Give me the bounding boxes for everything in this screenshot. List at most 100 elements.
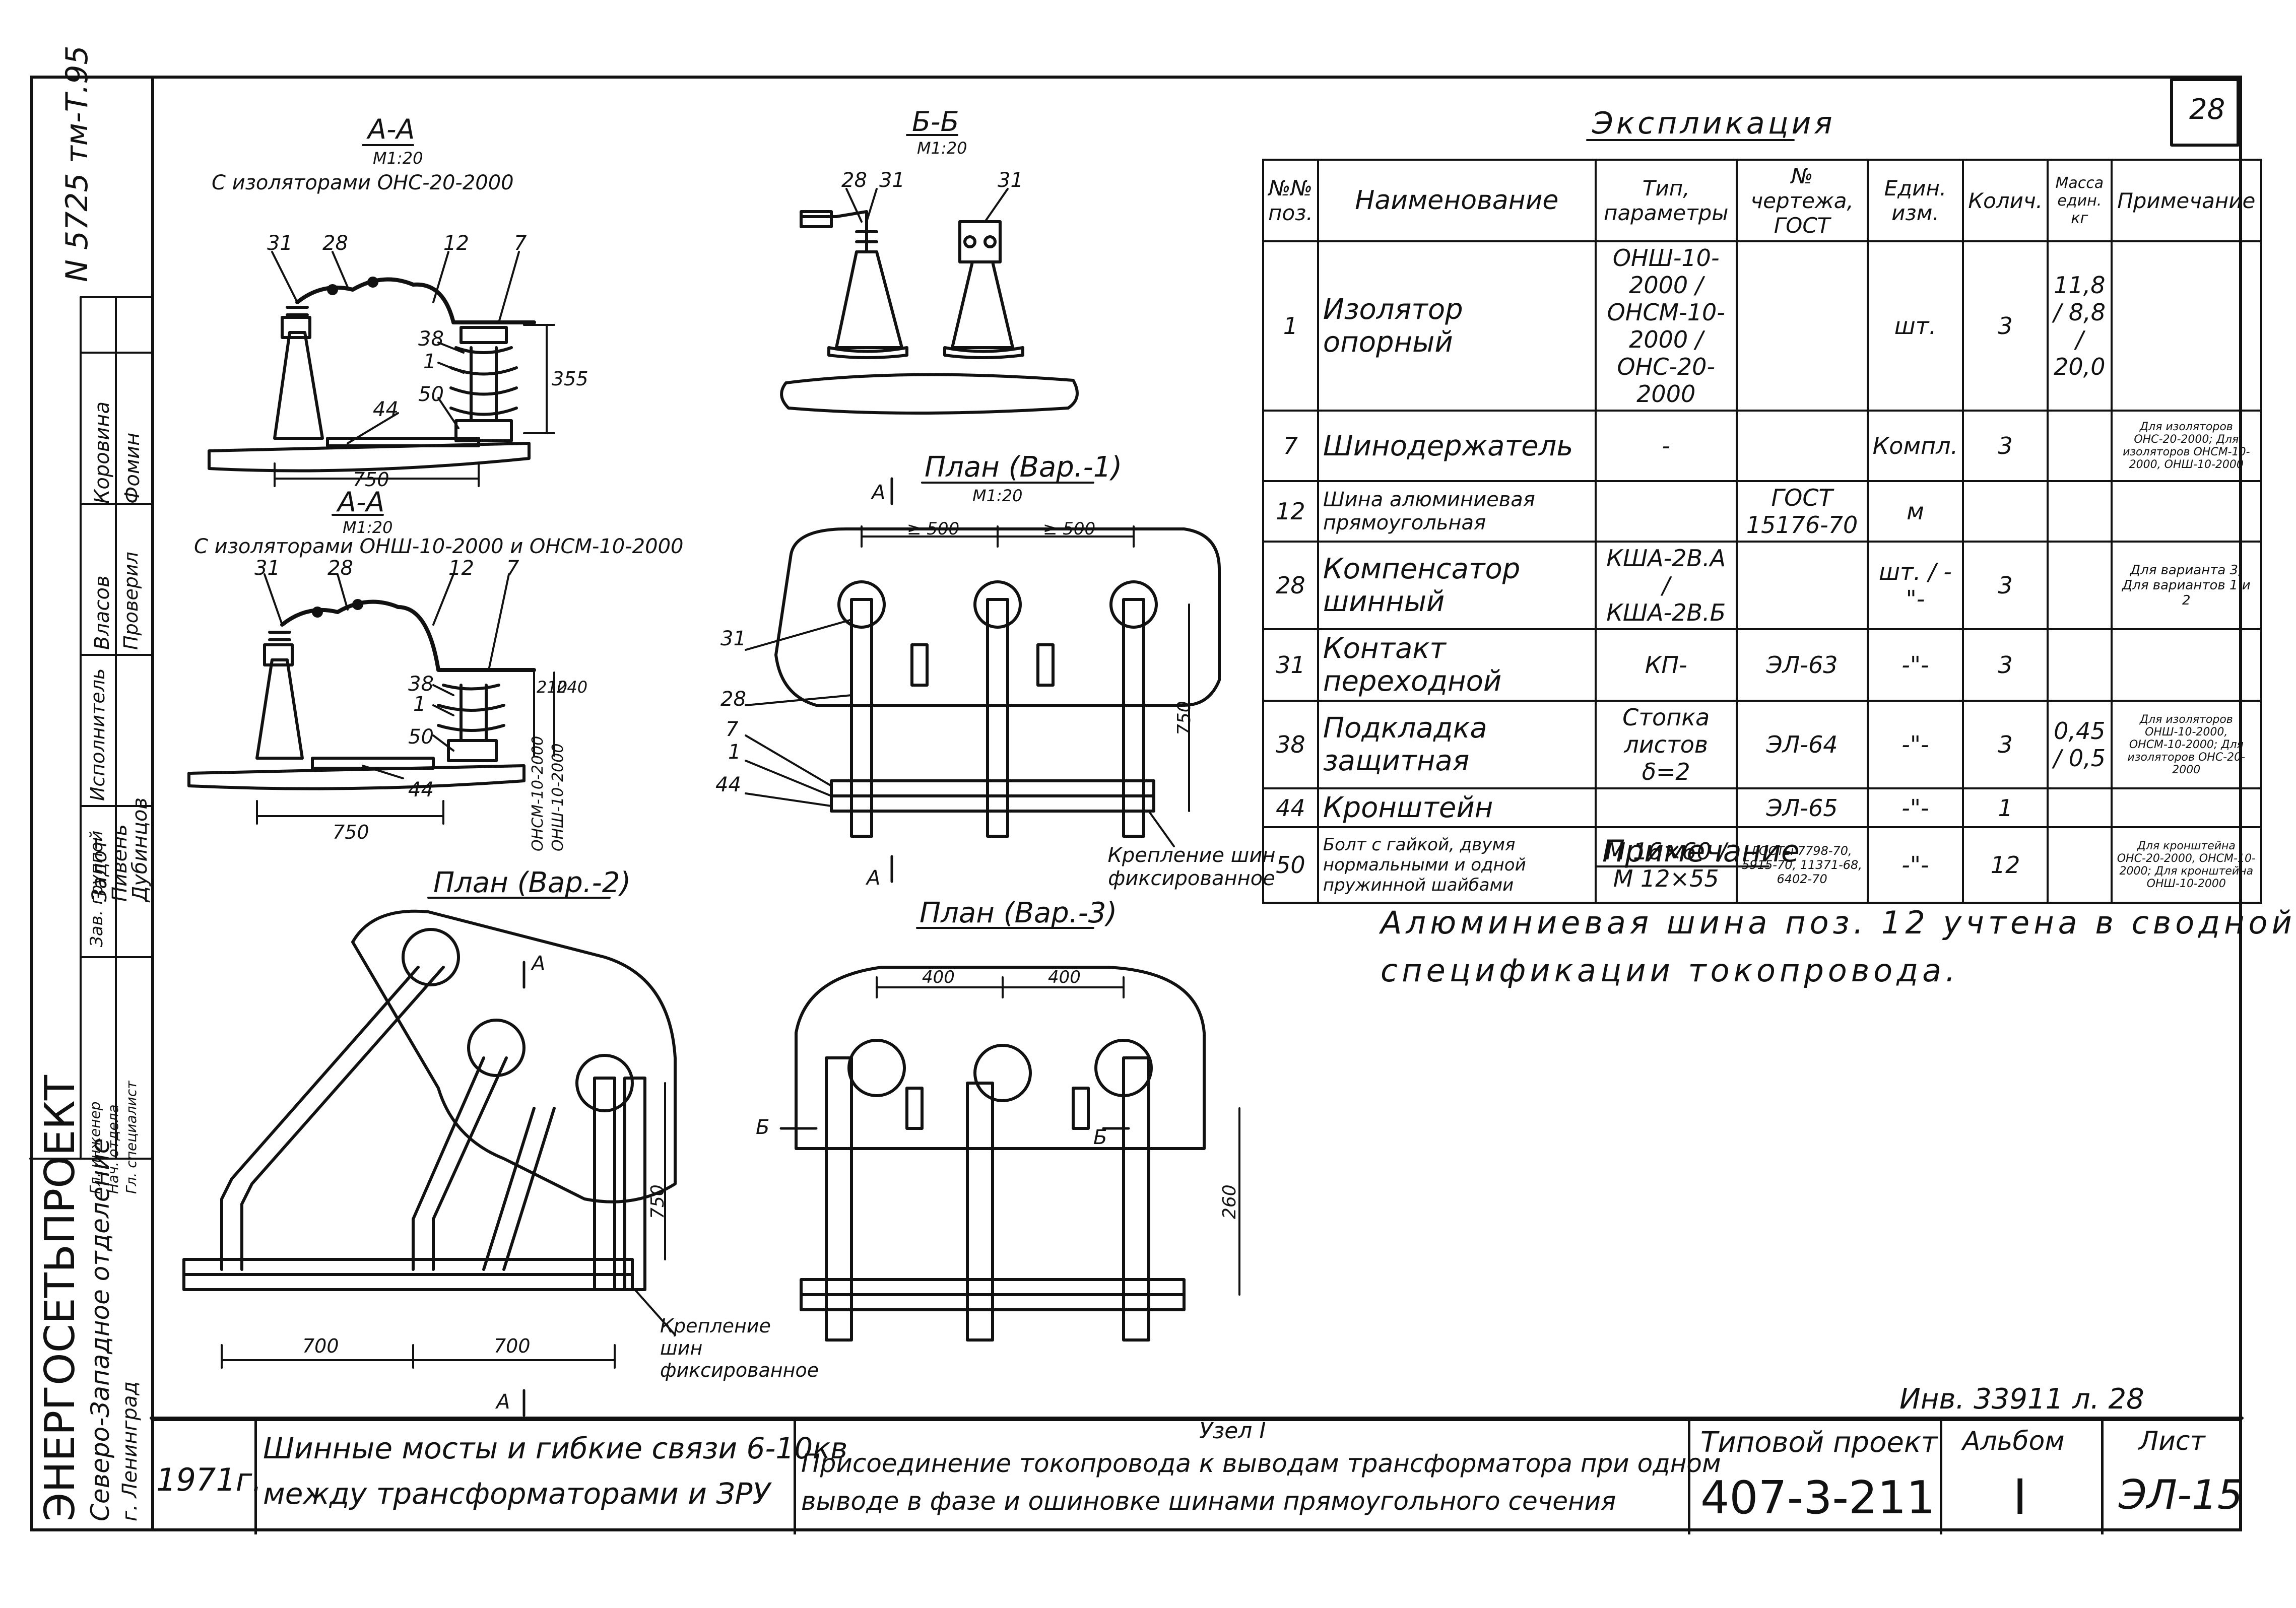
view-aa2-caption: С изоляторами ОНШ-10-2000 и ОНСМ-10-2000 [194, 535, 684, 558]
callout: 44 [373, 398, 399, 421]
callout: 1 [423, 350, 436, 373]
dim-750: 750 [333, 821, 369, 843]
plan-var-1 [745, 477, 1221, 883]
plan-var-3 [779, 966, 1240, 1342]
table-row: 12 Шина алюминиевая прямоугольная ГОСТ 1… [1262, 480, 2263, 543]
dim-400: 400 [1048, 967, 1081, 987]
dim-700: 700 [494, 1335, 531, 1357]
tb-desc-1: Присоединение токопровода к выводам тран… [801, 1449, 1721, 1478]
dim-400: 400 [922, 967, 955, 987]
table-row: 44 Кронштейн ЭЛ-65 -"- 1 [1262, 787, 2263, 828]
section-marker: Б [756, 1116, 770, 1139]
view-aa2-title: А-А [338, 486, 385, 518]
tb-project-label: Типовой проект [1700, 1426, 1938, 1459]
section-marker: А [532, 952, 546, 975]
tb-desc-cell: Узел I Присоединение токопровода к вывод… [796, 1418, 1721, 1534]
view-bb [780, 188, 1079, 415]
explication-title: Экспликация [1592, 106, 1835, 141]
table-row: 31 Контакт переходной КП- ЭЛ-63 -"- 3 [1262, 628, 2263, 702]
sheet-number: 28 [2189, 93, 2225, 126]
view-bb-scale: М1:20 [917, 139, 967, 158]
dim-750: 750 [647, 1184, 668, 1219]
callout: 38 [408, 673, 434, 696]
left-strip-grid [29, 296, 152, 1160]
plan-var-2 [182, 909, 677, 1417]
col-unit: Един. изм. [1866, 159, 1964, 242]
tb-list-label: Лист [2139, 1426, 2205, 1456]
callout: 31 [720, 627, 746, 650]
view-aa-2 [187, 573, 555, 825]
tb-title-1: Шинные мосты и гибкие связи 6-10кв [263, 1431, 848, 1465]
view-aa1-caption: С изоляторами ОНС-20-2000 [212, 171, 514, 194]
title-block: 1971г. Шинные мосты и гибкие связи 6-10к… [151, 1418, 2243, 1534]
callout: 12 [443, 232, 469, 255]
col-pos: №№ поз. [1262, 159, 1319, 242]
dim-355: 355 [552, 368, 588, 390]
dim-750: 750 [353, 468, 389, 491]
plan2-title: План (Вар.-2) [433, 866, 631, 899]
view-aa2-scale: М1:20 [343, 518, 393, 537]
table-row: 38 Подкладка защитная Стопка листов δ=2 … [1262, 700, 2263, 789]
callout: 44 [408, 778, 434, 801]
tb-album: I [2013, 1469, 2027, 1525]
inventory-number: Инв. 33911 л. 28 [1899, 1383, 2144, 1416]
tb-project-cell: Типовой проект 407-3-211 [1690, 1421, 1942, 1534]
callout: 38 [418, 327, 444, 351]
dim-750: 750 [1174, 701, 1195, 735]
callout: 31 [254, 557, 280, 580]
tb-list-cell: Лист ЭЛ-15 [2104, 1421, 2243, 1534]
callout: 12 [448, 557, 474, 580]
callout: 50 [418, 383, 444, 406]
table-row: 50 Болт с гайкой, двумя нормальными и од… [1262, 826, 2263, 904]
col-note: Примечание [2110, 159, 2263, 242]
callout: 28 [322, 232, 348, 255]
note-text-line2: спецификации токопровода. [1381, 952, 1959, 989]
callout: 7 [514, 232, 527, 255]
note-title: Примечание [1602, 834, 1800, 869]
col-type: Тип, параметры [1594, 159, 1738, 242]
dim-260: 260 [1219, 1184, 1240, 1219]
section-marker: А [872, 481, 886, 504]
fix-note-1: Крепление шин фиксированное [1107, 844, 1276, 890]
plan1-scale: М1:20 [972, 486, 1023, 505]
table-row: 28 Компенсатор шинный КША-2В.А / КША-2В.… [1262, 541, 2263, 630]
section-marker: А [496, 1390, 510, 1414]
tb-node: Узел I [1199, 1418, 1266, 1444]
dim-700: 700 [302, 1335, 339, 1357]
tb-year-cell: 1971г. [151, 1421, 262, 1534]
iso-label: ОНШ-10-2000 [549, 743, 567, 851]
view-aa-1 [208, 251, 555, 487]
tb-title-cell: Шинные мосты и гибкие связи 6-10кв между… [257, 1421, 847, 1534]
callout: 28 [841, 169, 867, 192]
callout: 28 [327, 557, 353, 580]
iso-label: ОНСМ-10-2000 [529, 735, 547, 851]
view-aa1-title: А-А [368, 113, 415, 145]
callout: 1 [728, 741, 741, 764]
col-qty: Колич. [1962, 159, 2049, 242]
table-row: 7 Шинодержатель - Компл. 3 Для изоляторо… [1262, 410, 2263, 482]
tb-album-label: Альбом [1962, 1426, 2065, 1456]
left-title-strip [30, 76, 151, 1531]
fix-note-2: Крепление шин фиксированное [660, 1315, 819, 1381]
tb-title-2: между трансформаторами и ЗРУ [263, 1477, 770, 1511]
sheet-number-box [2170, 78, 2240, 147]
callout: 31 [267, 232, 293, 255]
plan1-title: План (Вар.-1) [925, 451, 1123, 484]
callout: 31 [998, 169, 1023, 192]
callout: 44 [715, 773, 741, 796]
callout: 31 [879, 169, 905, 192]
section-marker: Б [1093, 1126, 1107, 1149]
dim-240: 240 [557, 678, 588, 697]
tb-year: 1971г. [156, 1461, 263, 1498]
tb-project: 407-3-211 [1700, 1471, 1935, 1524]
dim-500: ≥ 500 [1043, 519, 1096, 539]
section-marker: А [867, 866, 881, 890]
callout: 50 [408, 725, 434, 749]
note-text-line1: Алюминиевая шина поз. 12 учтена в сводно… [1381, 904, 2296, 941]
dim-210: 210 [537, 678, 568, 697]
tb-desc-2: выводе в фазе и ошиновке шинами прямоуго… [801, 1487, 1616, 1516]
plan3-title: План (Вар.-3) [920, 897, 1118, 929]
callout: 1 [413, 693, 426, 716]
view-bb-title: Б-Б [912, 106, 959, 138]
